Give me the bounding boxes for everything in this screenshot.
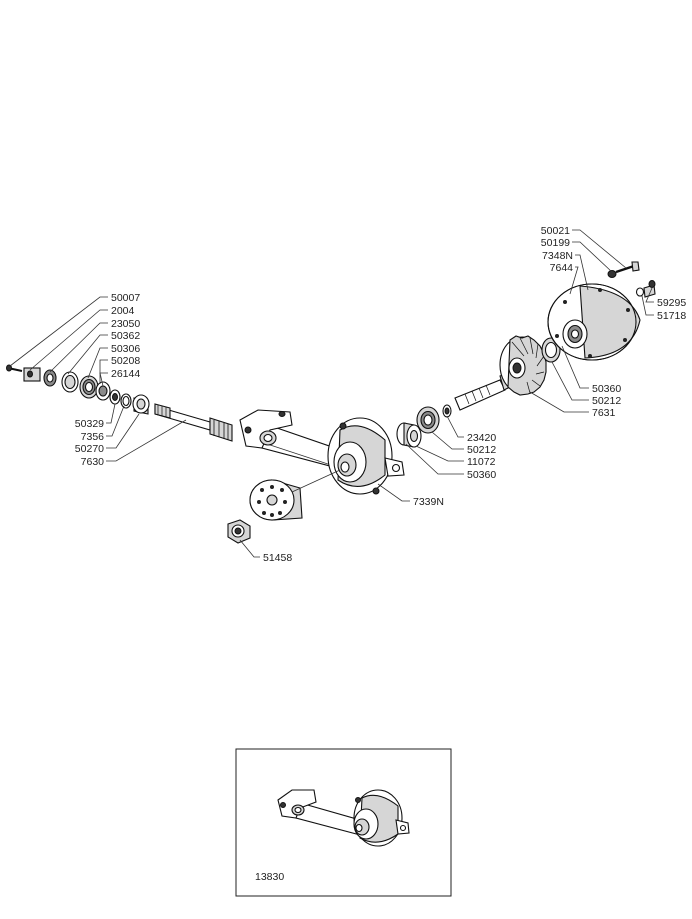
- part-sleeve-50270: [132, 394, 150, 415]
- part-housing-7339N: [239, 409, 405, 495]
- part-pinion-shaft-7630: [154, 403, 233, 442]
- part-bearing-11072: [416, 406, 440, 434]
- part-cover-7644: [547, 283, 641, 361]
- part-bolt-50021: [615, 261, 640, 274]
- inset-assembly-number: 13830: [255, 871, 284, 883]
- label-50360-right: 50360: [592, 383, 621, 395]
- label-51458: 51458: [263, 552, 292, 564]
- part-washer-50199: [607, 270, 617, 278]
- label-7356: 7356: [81, 431, 105, 443]
- label-7630: 7630: [81, 456, 105, 468]
- label-26144: 26144: [111, 368, 140, 380]
- label-7348N: 7348N: [542, 250, 573, 262]
- part-ring-23420: [442, 404, 452, 418]
- label-50270: 50270: [75, 443, 104, 455]
- label-11072: 11072: [467, 456, 496, 468]
- label-50360-center: 50360: [467, 469, 496, 481]
- label-23050: 23050: [111, 318, 140, 330]
- part-ring-7356: [120, 393, 132, 409]
- label-50362: 50362: [111, 330, 140, 342]
- leader-lines: [9, 229, 654, 558]
- label-50329: 50329: [75, 418, 104, 430]
- part-labels: 50007 2004 23050 50362 50306 50208 26144…: [75, 225, 687, 564]
- part-washer-59295: [648, 280, 656, 288]
- label-50199: 50199: [541, 237, 570, 249]
- label-50021: 50021: [541, 225, 570, 237]
- label-59295: 59295: [657, 297, 686, 309]
- label-7644: 7644: [550, 262, 574, 274]
- inset-assembly-drawing: [277, 789, 410, 847]
- part-block-2004: [23, 367, 41, 382]
- label-50212-right: 50212: [592, 395, 621, 407]
- label-50212-center: 50212: [467, 444, 496, 456]
- inset-assembly-box: 13830: [235, 748, 452, 897]
- label-50306: 50306: [111, 343, 140, 355]
- label-23420: 23420: [467, 432, 496, 444]
- part-hub-flange: [249, 479, 303, 521]
- part-spacer-50360: [396, 422, 422, 448]
- label-2004: 2004: [111, 305, 135, 317]
- label-7631: 7631: [592, 407, 616, 419]
- label-50007: 50007: [111, 292, 140, 304]
- center-right-bearings: [396, 404, 452, 448]
- part-nut-51458: [227, 519, 251, 544]
- part-ring-50329: [109, 389, 121, 405]
- left-shaft-group: [6, 364, 233, 442]
- part-ring-23050: [43, 369, 57, 387]
- label-7339N: 7339N: [413, 496, 444, 508]
- part-bolt-50007: [6, 364, 23, 372]
- label-50208: 50208: [111, 355, 140, 367]
- label-51718: 51718: [657, 310, 686, 322]
- part-seal-50362: [61, 371, 79, 393]
- part-bearing-50306: [79, 375, 99, 399]
- part-bevel-gear-7631: [499, 335, 547, 396]
